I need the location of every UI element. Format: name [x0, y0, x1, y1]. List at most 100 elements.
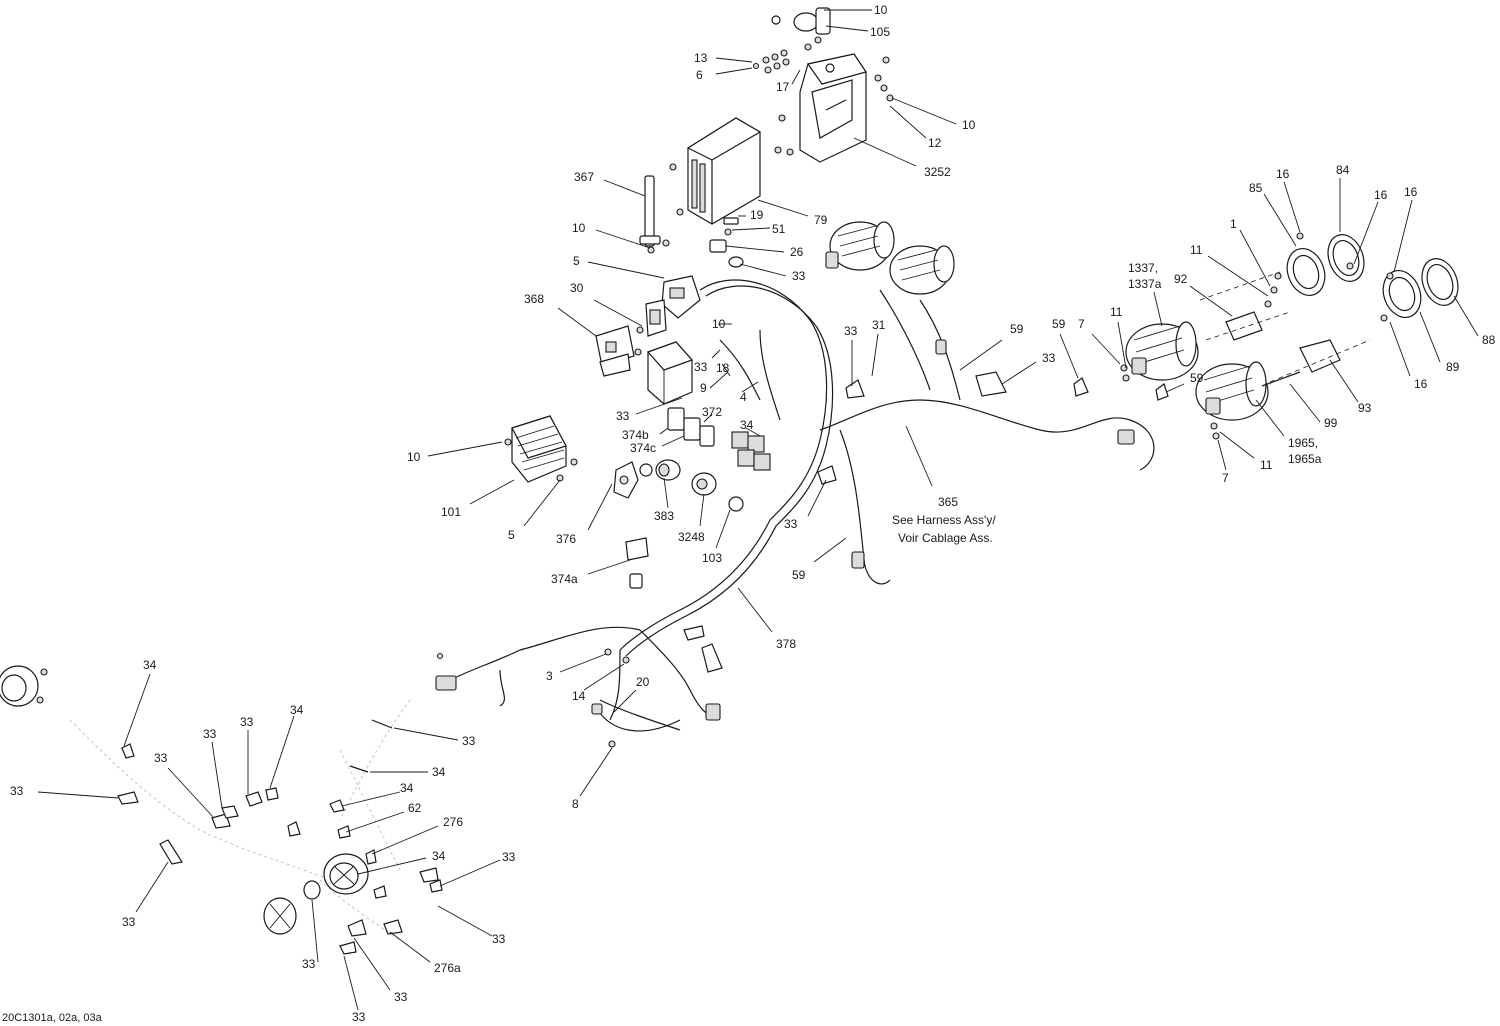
callout: 10 [874, 3, 888, 17]
ring-84 [1327, 234, 1365, 282]
callout: 34 [432, 765, 446, 779]
control-module [646, 341, 694, 405]
callout: 33 [352, 1010, 366, 1024]
rod-99 [1261, 371, 1301, 387]
callout: 34 [740, 418, 754, 432]
callout: 33 [502, 850, 516, 864]
callout: 374c [630, 441, 656, 455]
callout: 33 [784, 517, 798, 531]
leader-lines [37, 9, 1479, 1011]
callout: 33 [154, 751, 168, 765]
switch-374c [683, 417, 701, 441]
headlamp-upper-left [825, 221, 895, 271]
callout: 62 [408, 801, 422, 815]
outlet-3248 [691, 472, 717, 496]
lens-cover [263, 897, 297, 935]
fog-light-left [0, 665, 48, 707]
headlight-1337 [1125, 321, 1199, 381]
callout: 14 [572, 689, 586, 703]
bulb-276a [303, 880, 321, 900]
callout: 11 [1190, 243, 1203, 257]
relay-part-105 [771, 7, 831, 51]
callout: 8 [572, 797, 579, 811]
callout: 5 [508, 528, 515, 542]
callout: 31 [872, 318, 886, 332]
callout: 85 [1249, 181, 1263, 195]
callout: 34 [432, 849, 446, 863]
socket-376 [613, 461, 639, 499]
callout: 10 [572, 221, 586, 235]
fog-light-276 [323, 853, 369, 895]
cable-ties [683, 371, 1169, 673]
callout: 9 [700, 381, 707, 395]
switch-374a [625, 537, 649, 589]
callout: 365 [938, 495, 958, 509]
fastener-cluster [752, 49, 790, 74]
callout: 13 [694, 51, 708, 65]
regulator-101 [504, 415, 578, 483]
callout: 89 [1446, 360, 1460, 374]
callout: 33 [616, 409, 630, 423]
callout: 1337, [1128, 261, 1158, 275]
callout: 10 [962, 118, 976, 132]
grommet-part-33-a [728, 256, 744, 268]
callout: 7 [1078, 317, 1085, 331]
callout: 3248 [678, 530, 705, 544]
callout: 17 [776, 80, 790, 94]
relay-box-30 [645, 299, 667, 337]
ghost-harness [69, 699, 411, 941]
ring-88 [1421, 258, 1459, 306]
callout: 16 [1404, 185, 1418, 199]
callout: 367 [574, 170, 594, 184]
fuse-block-5 [661, 275, 701, 319]
callout: Voir Cablage Ass. [898, 531, 993, 545]
callout: 18 [716, 361, 730, 375]
callout: 59 [1010, 322, 1024, 336]
callout: 276 [443, 815, 463, 829]
callout: 4 [740, 390, 747, 404]
callout: 93 [1358, 401, 1372, 415]
callout: 376 [556, 532, 576, 546]
callout: 11 [1260, 458, 1273, 472]
callout: 51 [772, 222, 786, 236]
callout: 16 [1276, 167, 1290, 181]
strap-367 [639, 175, 670, 254]
callout: 10 [712, 317, 726, 331]
figure-reference: 20C1301a, 02a, 03a [2, 1012, 103, 1024]
callout: 3 [546, 669, 553, 683]
callout: 34 [143, 658, 157, 672]
bracket-93 [1269, 339, 1371, 383]
switch-372 [699, 425, 715, 447]
callout: 84 [1336, 163, 1350, 177]
callout: 1337a [1128, 277, 1162, 291]
bracket-92 [1199, 271, 1291, 341]
callout: 101 [441, 505, 461, 519]
fasteners-right [1120, 232, 1394, 440]
callout: 92 [1174, 272, 1188, 286]
callout: 16 [1414, 377, 1428, 391]
cable-20 [591, 648, 681, 748]
callout: 5 [573, 254, 580, 268]
callout: 33 [492, 932, 506, 946]
connector-103 [728, 496, 744, 512]
callout: 7 [1222, 471, 1229, 485]
callout: 33 [122, 915, 136, 929]
callout: 99 [1324, 416, 1338, 430]
callout: 6 [696, 68, 703, 82]
callout: 34 [400, 781, 414, 795]
fuse-part-19 [723, 217, 739, 225]
connector-part-26 [709, 239, 727, 253]
callout: 3252 [924, 165, 951, 179]
callout: 33 [10, 784, 24, 798]
callout: 33 [792, 269, 806, 283]
ring-85 [1286, 248, 1326, 296]
callout: 276a [434, 961, 461, 975]
nut-part-51 [724, 228, 732, 236]
callout: 20 [636, 675, 650, 689]
callout: 19 [750, 208, 764, 222]
main-harness-365 [435, 279, 1155, 731]
callout: 103 [702, 551, 722, 565]
callout: 383 [654, 509, 674, 523]
callout: 33 [694, 360, 708, 374]
